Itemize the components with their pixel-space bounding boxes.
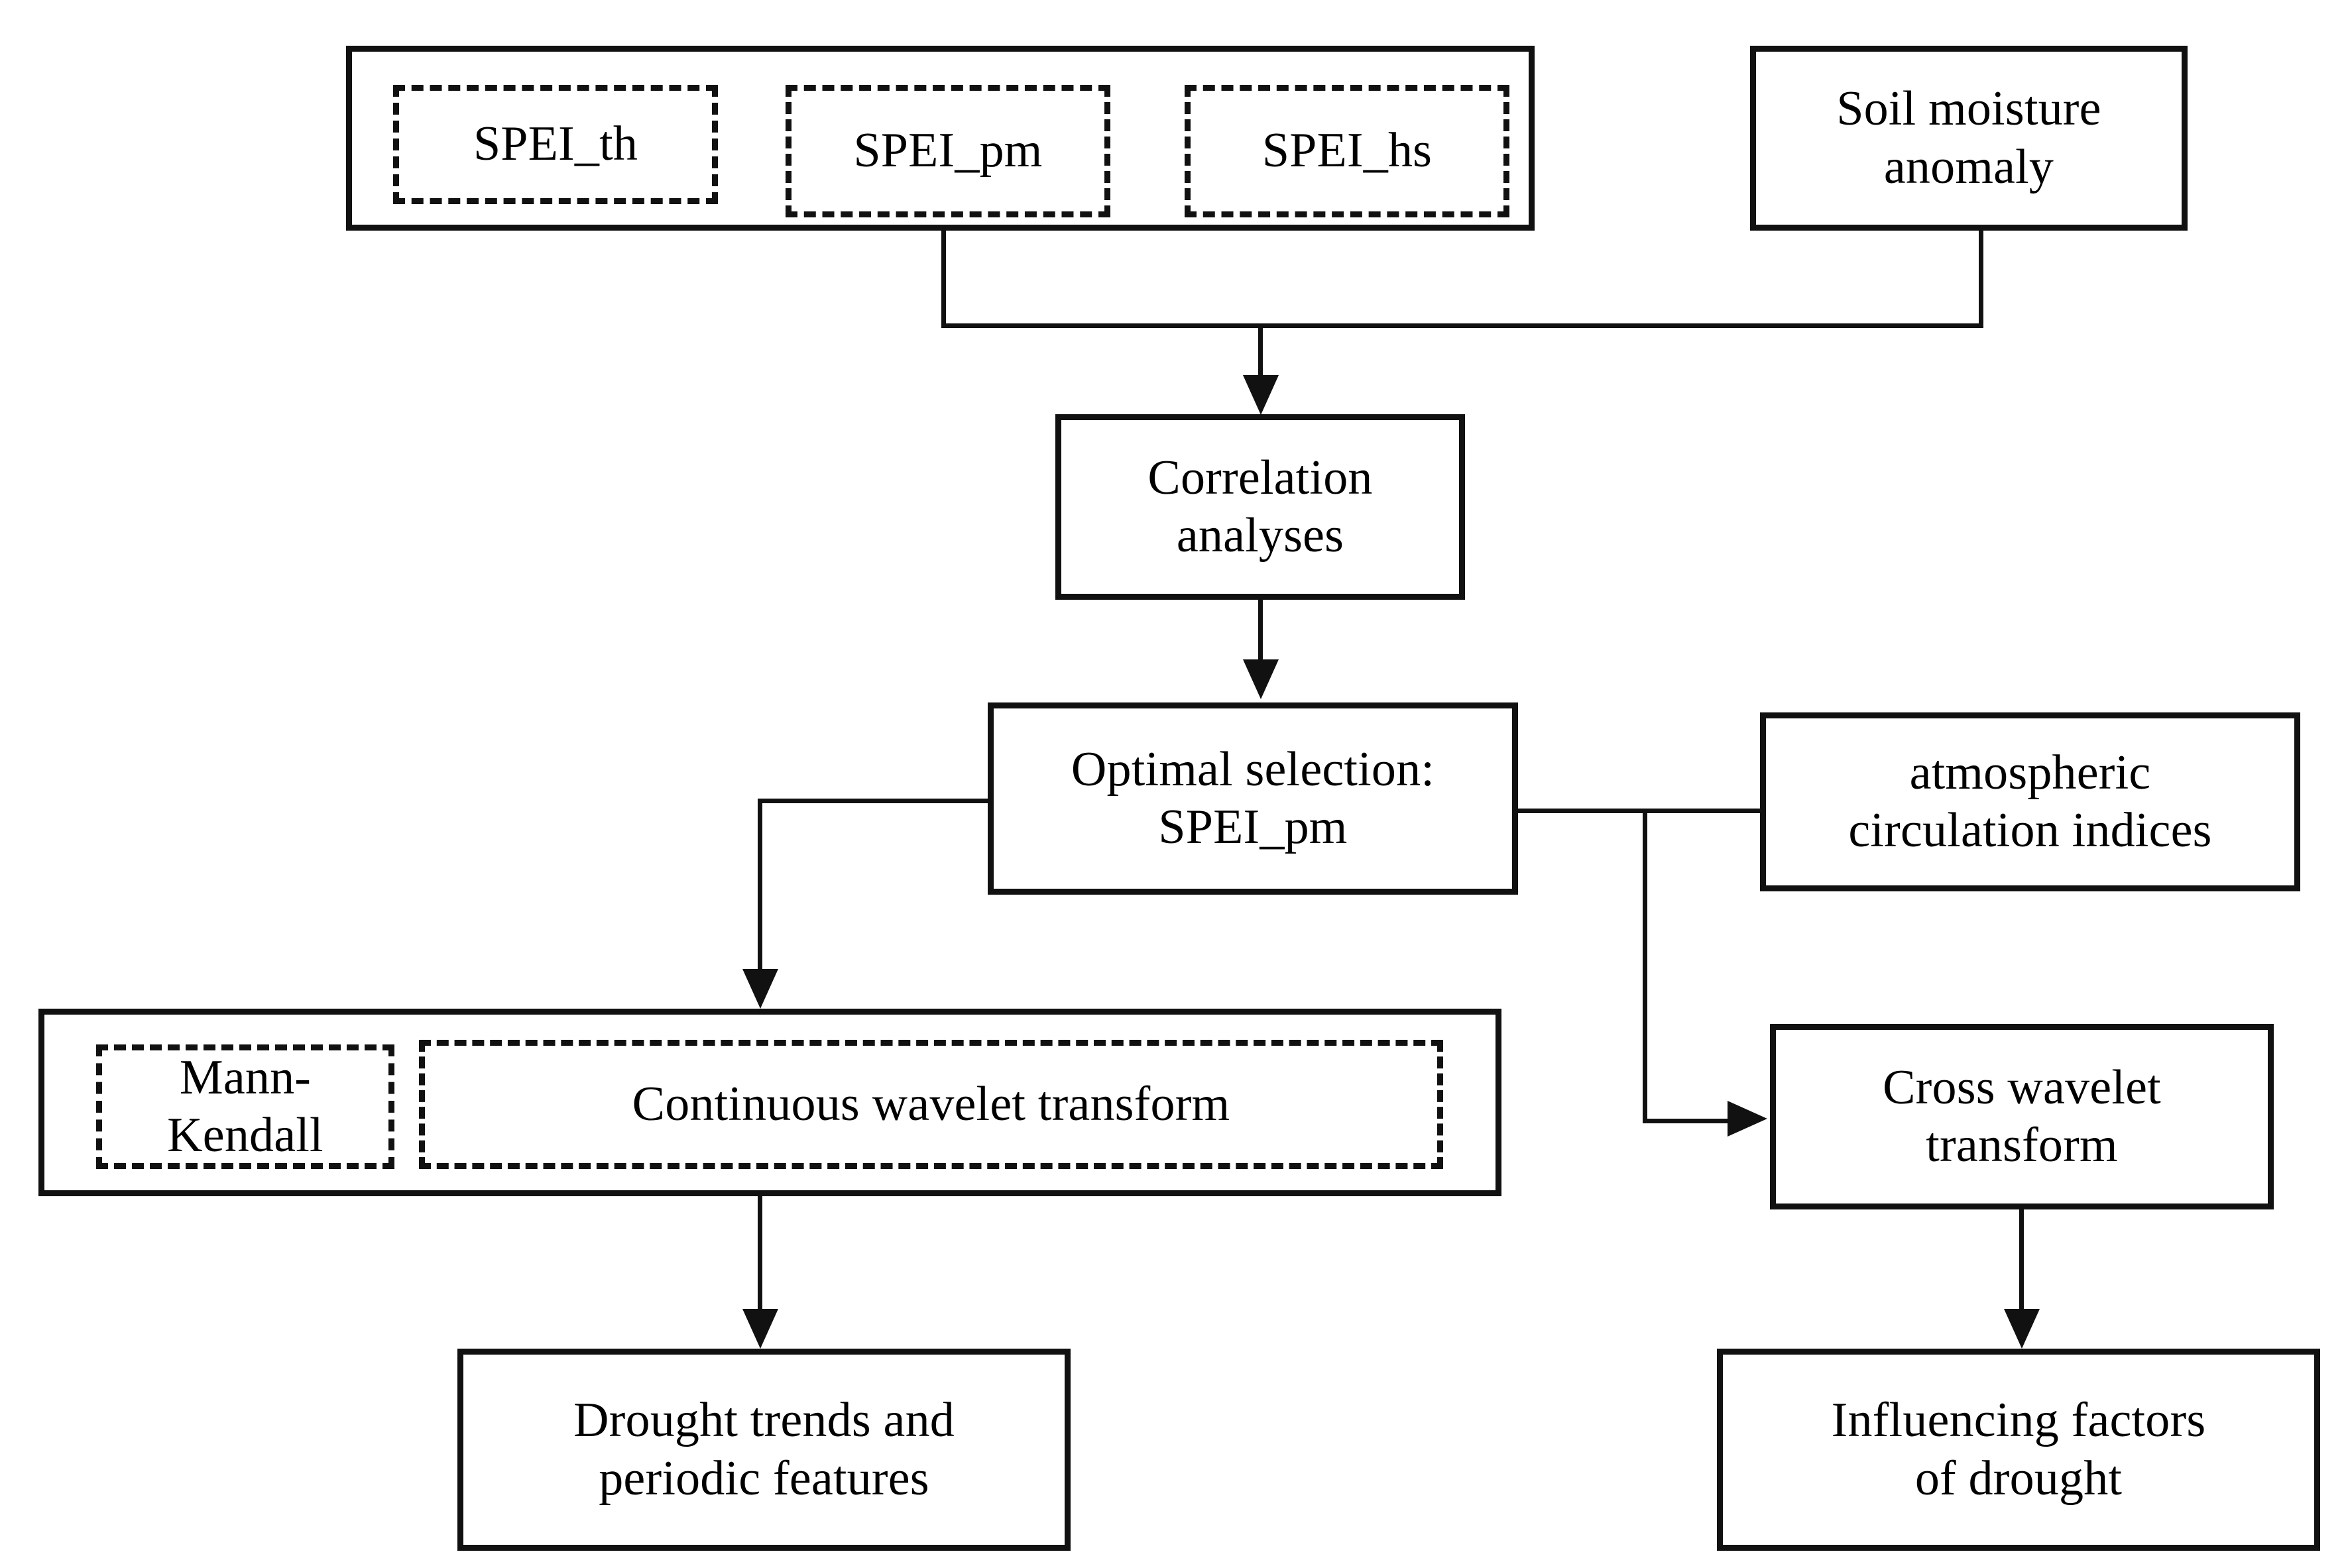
spei-hs-node[interactable]: SPEI_hs: [1185, 85, 1509, 217]
spei-group-box: SPEI_th SPEI_pm SPEI_hs: [346, 46, 1535, 231]
edge-methods-to-drought-vertical: [758, 1196, 762, 1309]
edge-optimal-left-horizontal: [758, 799, 990, 803]
edge-atmospheric-left-horizontal: [1643, 809, 1762, 813]
continuous-wavelet-transform-node[interactable]: Continuous wavelet transform: [419, 1040, 1443, 1169]
optimal-selection-label: Optimal selection: SPEI_pm: [1071, 742, 1435, 854]
soil-moisture-anomaly-label: Soil moisture anomaly: [1836, 82, 2101, 194]
edge-optimal-right-horizontal: [1516, 809, 1646, 813]
arrow-into-correlation: [1243, 375, 1279, 415]
spei-hs-label: SPEI_hs: [1261, 123, 1433, 178]
drought-trends-label: Drought trends and periodic features: [573, 1393, 955, 1506]
arrow-into-methods-group: [742, 969, 778, 1009]
edge-to-cross-wavelet-vertical: [1643, 809, 1647, 1120]
spei-pm-node[interactable]: SPEI_pm: [786, 85, 1110, 217]
edge-junction-to-correlation-vertical: [1258, 323, 1263, 380]
spei-th-label: SPEI_th: [473, 117, 638, 172]
edge-spei-to-junction-vertical: [941, 231, 946, 325]
edge-optimal-left-vertical: [758, 799, 762, 970]
continuous-wavelet-transform-label: Continuous wavelet transform: [632, 1076, 1230, 1131]
methods-group-box: Mann-Kendall Continuous wavelet transfor…: [38, 1009, 1501, 1196]
cross-wavelet-transform-label: Cross wavelet transform: [1883, 1060, 2161, 1172]
arrow-into-influencing-factors: [2004, 1309, 2040, 1349]
cross-wavelet-transform-node[interactable]: Cross wavelet transform: [1770, 1024, 2274, 1209]
optimal-selection-node[interactable]: Optimal selection: SPEI_pm: [988, 702, 1518, 895]
edge-correlation-to-optimal-vertical: [1258, 600, 1263, 659]
edge-to-cross-wavelet-horizontal: [1643, 1119, 1729, 1123]
soil-moisture-anomaly-node[interactable]: Soil moisture anomaly: [1750, 46, 2188, 231]
spei-th-node[interactable]: SPEI_th: [393, 85, 718, 204]
edge-crosswavelet-to-influencing-vertical: [2019, 1209, 2024, 1309]
atmospheric-circulation-indices-label: atmospheric circulation indices: [1848, 745, 2212, 858]
atmospheric-circulation-indices-node[interactable]: atmospheric circulation indices: [1760, 712, 2300, 891]
drought-trends-node[interactable]: Drought trends and periodic features: [457, 1349, 1071, 1551]
edge-merge-horizontal-bar: [941, 323, 1983, 328]
influencing-factors-node[interactable]: Influencing factors of drought: [1717, 1349, 2320, 1551]
edge-soil-moisture-to-junction-vertical: [1979, 231, 1983, 325]
arrow-into-cross-wavelet: [1728, 1101, 1767, 1137]
influencing-factors-label: Influencing factors of drought: [1831, 1393, 2206, 1506]
arrow-into-drought-trends: [742, 1309, 778, 1349]
correlation-analyses-node[interactable]: Correlation analyses: [1055, 414, 1465, 600]
mann-kendall-label: Mann-Kendall: [167, 1050, 323, 1162]
arrow-into-optimal-selection: [1243, 659, 1279, 699]
mann-kendall-node[interactable]: Mann-Kendall: [96, 1044, 394, 1169]
correlation-analyses-label: Correlation analyses: [1147, 450, 1373, 563]
spei-pm-label: SPEI_pm: [853, 123, 1043, 178]
